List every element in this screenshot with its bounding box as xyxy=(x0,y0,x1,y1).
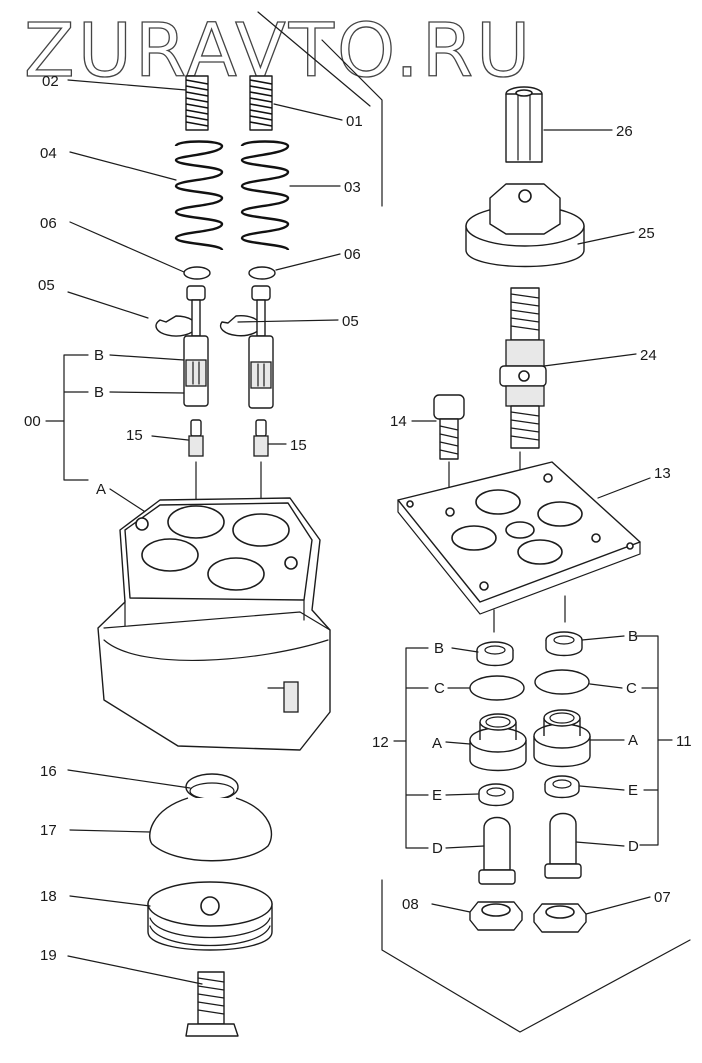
washer-06-left xyxy=(183,266,211,280)
label-15-left: 15 xyxy=(126,427,143,444)
nut-08 xyxy=(469,901,523,931)
label-01: 01 xyxy=(346,113,363,130)
label-17: 17 xyxy=(40,822,57,839)
valve-body xyxy=(97,497,331,751)
label-B-upper: B xyxy=(94,347,104,364)
screw-14 xyxy=(433,394,465,460)
label-04: 04 xyxy=(40,145,57,162)
label-A-body: A xyxy=(96,481,106,498)
oring-C-left xyxy=(469,675,525,701)
washer-06-right xyxy=(248,266,276,280)
label-00: 00 xyxy=(24,413,41,430)
pin-15-left xyxy=(188,419,204,457)
plunger-D-left xyxy=(478,816,516,885)
ring-E-left xyxy=(478,783,514,807)
label-D-right: D xyxy=(628,838,639,855)
oring-C-right xyxy=(534,669,590,695)
label-02: 02 xyxy=(42,73,59,90)
cam-25 xyxy=(465,183,585,268)
label-E-left: E xyxy=(432,787,442,804)
plug-18 xyxy=(147,881,273,951)
label-A-right: A xyxy=(628,732,638,749)
label-B-right: B xyxy=(628,628,638,645)
boot-17 xyxy=(149,797,273,862)
nut-26 xyxy=(505,86,543,163)
watermark-text: ZURAVTO.RU xyxy=(24,8,533,94)
label-15-right: 15 xyxy=(290,437,307,454)
label-E-right: E xyxy=(628,782,638,799)
label-05-left: 05 xyxy=(38,277,55,294)
sleeve-A-left xyxy=(469,713,527,772)
label-13: 13 xyxy=(654,465,671,482)
label-A-left: A xyxy=(432,735,442,752)
piston-assembly-left xyxy=(183,285,209,407)
ring-B-right xyxy=(545,631,583,657)
label-06-left: 06 xyxy=(40,215,57,232)
label-26: 26 xyxy=(616,123,633,140)
plate-13 xyxy=(397,461,641,615)
nut-07 xyxy=(533,903,587,933)
joint-24 xyxy=(499,287,547,449)
oring-16 xyxy=(185,773,239,801)
label-B-left: B xyxy=(434,640,444,657)
label-11: 11 xyxy=(676,733,692,750)
label-16: 16 xyxy=(40,763,57,780)
label-D-left: D xyxy=(432,840,443,857)
ring-B-left xyxy=(476,641,514,667)
spring-01 xyxy=(249,75,273,131)
label-07: 07 xyxy=(654,889,671,906)
ring-E-right xyxy=(544,775,580,799)
plunger-D-right xyxy=(544,812,582,879)
label-C-right: C xyxy=(626,680,637,697)
piston-assembly-right xyxy=(248,285,274,409)
label-06-right: 06 xyxy=(344,246,361,263)
label-19: 19 xyxy=(40,947,57,964)
label-03: 03 xyxy=(344,179,361,196)
label-14: 14 xyxy=(390,413,407,430)
pin-15-right xyxy=(253,419,269,457)
label-C-left: C xyxy=(434,680,445,697)
clip-05-left xyxy=(155,315,197,337)
label-12: 12 xyxy=(372,734,389,751)
label-05-right: 05 xyxy=(342,313,359,330)
label-B-lower: B xyxy=(94,384,104,401)
label-18: 18 xyxy=(40,888,57,905)
spring-04 xyxy=(174,140,224,252)
sleeve-A-right xyxy=(533,709,591,768)
label-24: 24 xyxy=(640,347,657,364)
spring-02 xyxy=(185,75,209,131)
clip-05-right xyxy=(219,315,262,337)
spring-03 xyxy=(240,140,290,252)
label-25: 25 xyxy=(638,225,655,242)
label-08: 08 xyxy=(402,896,419,913)
bolt-19 xyxy=(185,971,239,1037)
